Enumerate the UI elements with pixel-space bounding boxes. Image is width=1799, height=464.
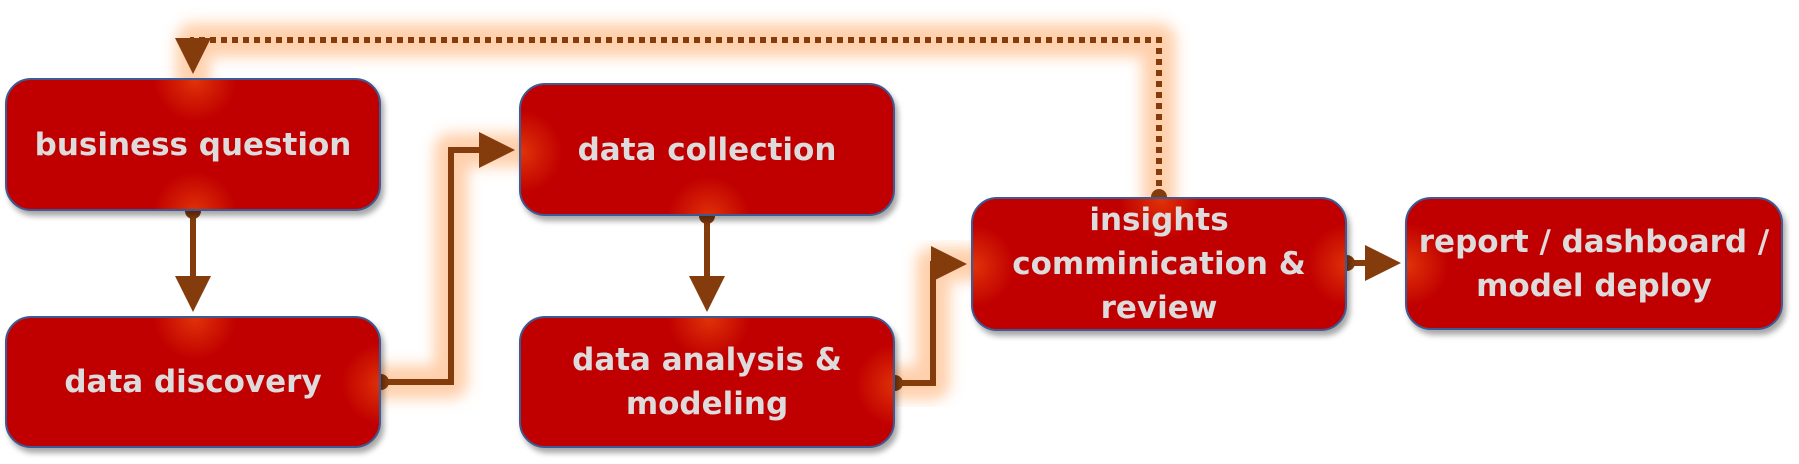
hotspot-glow: [1304, 220, 1345, 310]
node-label: data collection: [577, 131, 837, 168]
hotspot-glow: [973, 221, 1018, 311]
hotspot-glow: [664, 173, 754, 214]
node-report-dashboard-deploy[interactable]: report / dashboard / model deploy: [1405, 197, 1783, 330]
edge-insights-to-business-question-feedback: [175, 37, 1162, 197]
node-data-discovery[interactable]: data discovery: [5, 316, 381, 448]
node-business-question[interactable]: business question: [5, 78, 381, 211]
node-label: report / dashboard / model deploy: [1418, 223, 1770, 304]
hotspot-glow: [150, 168, 240, 209]
node-label: insights comminication & review: [1012, 202, 1306, 326]
node-insights-communication-review[interactable]: insights comminication & review: [971, 197, 1347, 331]
edge-data-discovery-to-data-collection: [381, 132, 515, 385]
hotspot-glow: [852, 340, 893, 430]
hotspot-glow: [338, 339, 379, 429]
node-data-analysis-modeling[interactable]: data analysis & modeling: [519, 316, 895, 448]
connectors: [175, 37, 1401, 391]
node-data-collection[interactable]: data collection: [519, 83, 895, 216]
hotspot-glow: [150, 318, 240, 363]
node-label: data discovery: [64, 364, 322, 400]
node-label: business question: [34, 126, 352, 163]
hotspot-glow: [150, 80, 240, 125]
node-label: data analysis & modeling: [572, 342, 842, 422]
hotspot-glow: [521, 107, 566, 197]
edge-data-analysis-to-insights: [895, 246, 967, 386]
